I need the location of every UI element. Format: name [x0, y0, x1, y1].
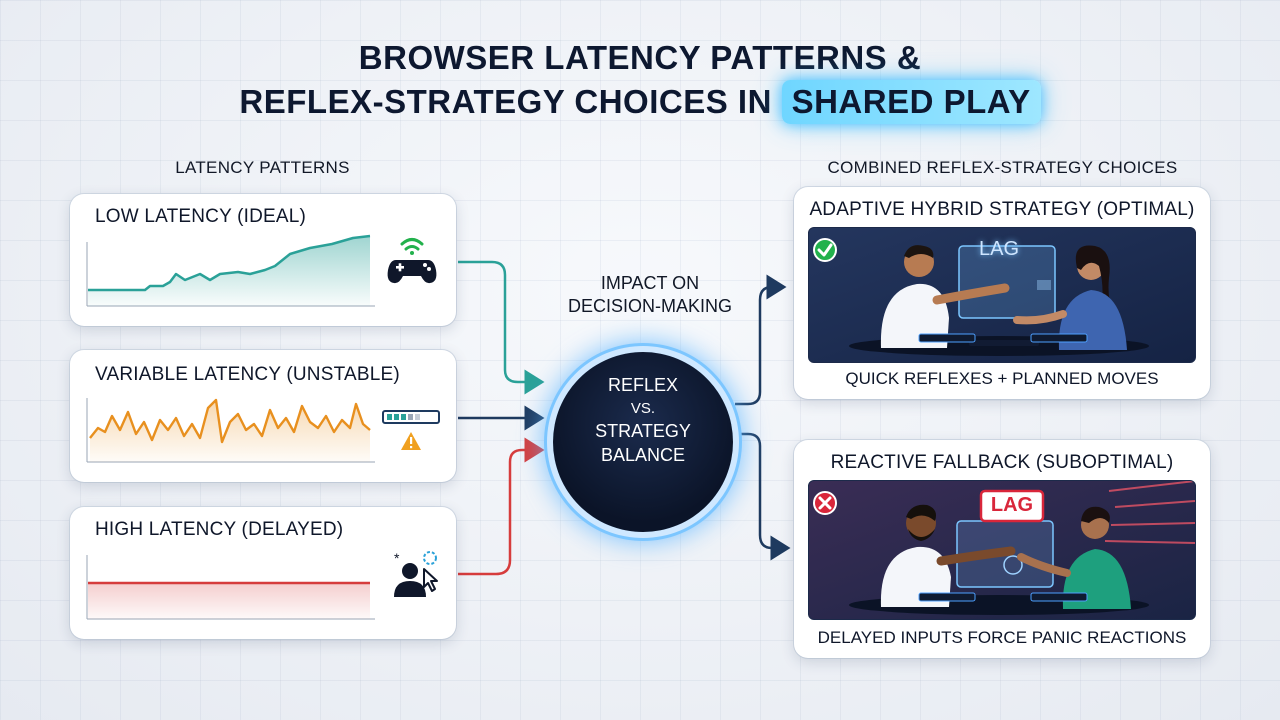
low-latency-sparkline [86, 234, 375, 307]
stressed-players-illustration [813, 481, 1195, 615]
hub-line-4: Balance [600, 445, 686, 465]
connector-high-latency [458, 437, 545, 576]
optimal-scene-illustration: LAG [808, 227, 1196, 363]
page-title: Browser Latency Patterns & Reflex-Strate… [0, 36, 1280, 124]
title-line-2-prefix: Reflex-Strategy Choices in [239, 83, 772, 120]
latency-card-title: Variable Latency (Unstable) [95, 364, 400, 385]
latency-card-variable: Variable Latency (Unstable) [70, 350, 456, 482]
right-section-label: Combined Reflex-Strategy Choices [827, 158, 1178, 177]
title-highlight: Shared Play [781, 80, 1041, 124]
optimal-lag-label: LAG [979, 238, 1020, 260]
outcome-card-suboptimal: Reactive Fallback (Suboptimal) LAG Delay… [794, 440, 1210, 658]
connector-to-suboptimal [735, 432, 791, 561]
outcome-card-title: Reactive Fallback (Suboptimal) [830, 452, 1174, 473]
reflex-strategy-hub: Reflex vs. Strategy Balance [553, 352, 733, 532]
hub-line-2: vs. [630, 400, 656, 417]
impact-line-2: Decision-Making [567, 296, 732, 316]
signal-warning-icon [382, 410, 440, 450]
latency-card-title: High Latency (Delayed) [95, 519, 344, 540]
impact-label: Impact on Decision-Making [530, 272, 770, 318]
title-line-1: Browser Latency Patterns & [358, 39, 922, 76]
latency-card-high: High Latency (Delayed) * [70, 507, 456, 639]
suboptimal-lag-label: LAG [990, 494, 1034, 516]
check-icon [813, 238, 837, 262]
title-line-2: Reflex-Strategy Choices in Shared Play [0, 80, 1280, 124]
connector-to-optimal [735, 274, 787, 406]
outcome-card-title: Adaptive Hybrid Strategy (Optimal) [809, 199, 1195, 220]
high-latency-sparkline [86, 555, 375, 620]
impact-line-1: Impact on [600, 273, 700, 293]
cooperative-players-illustration [813, 238, 1149, 356]
suboptimal-scene-illustration: LAG [808, 480, 1196, 620]
variable-latency-sparkline [86, 398, 375, 463]
svg-text:*: * [394, 550, 400, 566]
hub-line-1: Reflex [607, 375, 679, 395]
left-section-label: Latency Patterns [175, 158, 350, 177]
hub-line-3: Strategy [595, 421, 691, 441]
outcome-caption: Quick Reflexes + Planned Moves [845, 369, 1159, 388]
connector-low-latency [458, 260, 545, 395]
delayed-user-icon: * [394, 550, 438, 597]
outcome-caption: Delayed Inputs Force Panic Reactions [817, 628, 1187, 647]
gamepad-wifi-icon [387, 238, 437, 284]
outcome-card-optimal: Adaptive Hybrid Strategy (Optimal) LAG Q… [794, 187, 1210, 399]
latency-card-title: Low Latency (Ideal) [95, 206, 307, 227]
latency-card-low: Low Latency (Ideal) [70, 194, 456, 326]
